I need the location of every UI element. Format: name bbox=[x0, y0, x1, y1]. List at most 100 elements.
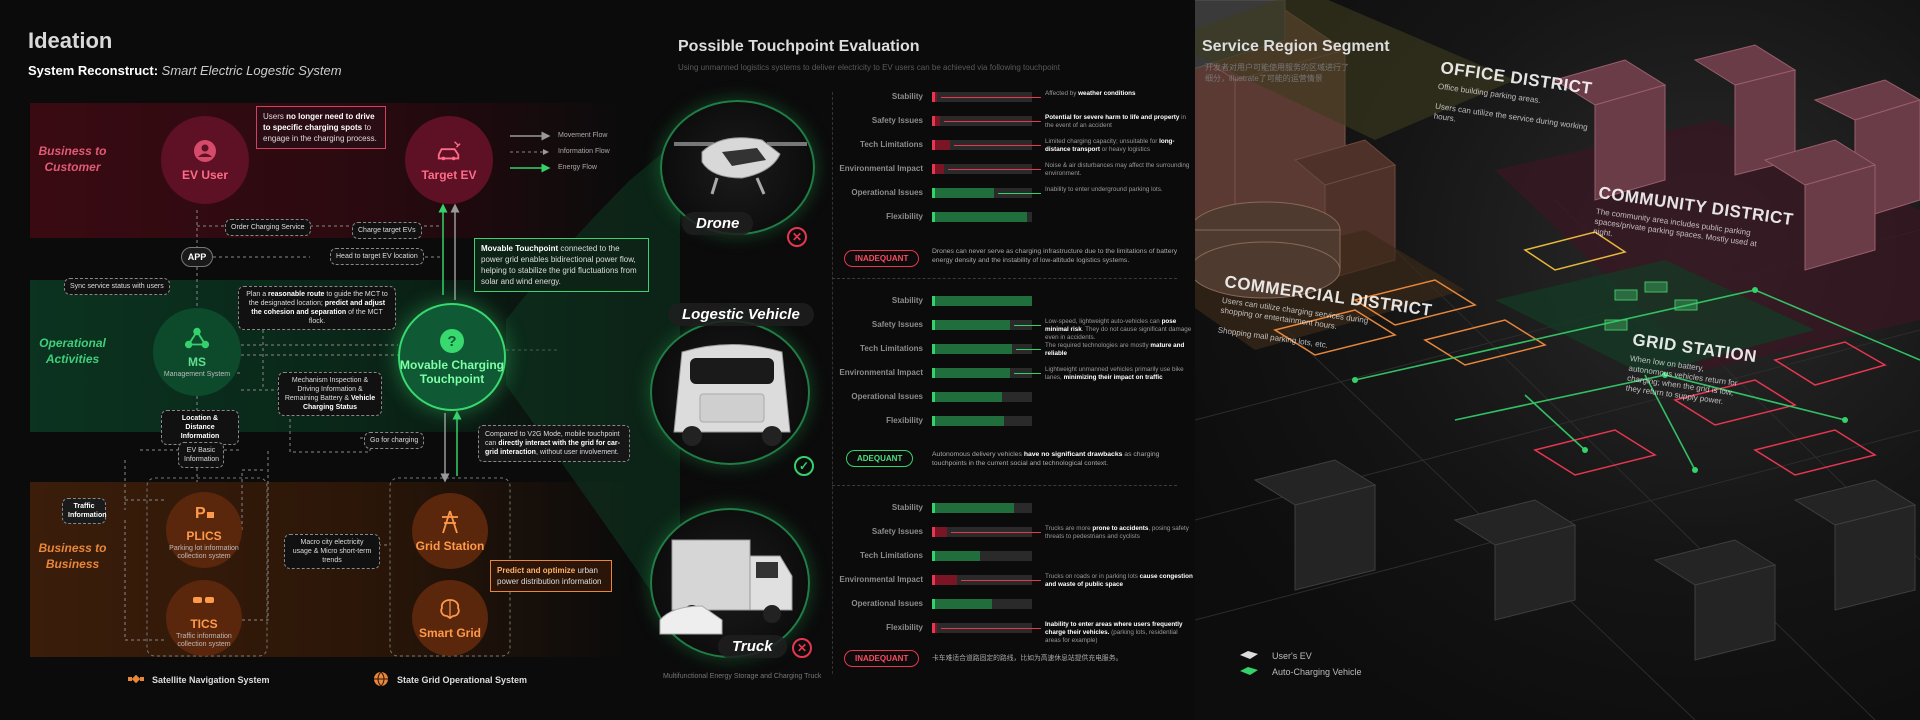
verdict-desc-drone: Drones can never serve as charging infra… bbox=[932, 248, 1178, 264]
metric-label: Tech Limitations bbox=[860, 140, 923, 149]
metric-bar bbox=[932, 503, 1032, 513]
metric-label: Flexibility bbox=[886, 212, 923, 221]
legend-energy: Energy Flow bbox=[558, 164, 597, 171]
band-label-ops: Operational Activities bbox=[39, 336, 106, 366]
metric-label: Operational Issues bbox=[851, 392, 923, 401]
note-sync-status: Sync service status with users bbox=[64, 278, 170, 295]
brain-icon bbox=[437, 596, 463, 622]
metric-label: Safety Issues bbox=[871, 116, 923, 125]
subtitle-italic: Smart Electric Logestic System bbox=[161, 63, 342, 78]
logistic-accept-icon: ✓ bbox=[794, 456, 814, 476]
metric-connector bbox=[1016, 349, 1041, 350]
verdict-desc-truck: 卡车难适合道路固定的路线，比如为高速休息站提供充电服务。 bbox=[932, 655, 1123, 662]
metric-note: Noise & air disturbances may affect the … bbox=[1045, 162, 1190, 177]
metric-bar bbox=[932, 296, 1032, 306]
metric-note: The required technologies are mostly mat… bbox=[1045, 342, 1185, 357]
note-v2g-comparison: Compared to V2G Mode, mobile touchpoint … bbox=[478, 425, 630, 462]
metric-bar-fill bbox=[932, 164, 944, 174]
evaluation-description: Using unmanned logistics systems to deli… bbox=[678, 63, 1060, 72]
metric-label: Stability bbox=[891, 92, 923, 101]
metric-label: Stability bbox=[891, 503, 923, 512]
user-icon bbox=[192, 138, 218, 164]
ms-label: MS bbox=[188, 355, 206, 369]
auto-vehicle-icon bbox=[1240, 667, 1258, 677]
plics-sub-label: Parking lot information collection syste… bbox=[169, 545, 239, 560]
note-users-no-longer-drive: Users no longer need to drive to specifi… bbox=[256, 106, 386, 149]
note-traffic-information: Traffic Information bbox=[62, 498, 107, 524]
metric-bar bbox=[932, 416, 1032, 426]
metric-label: Tech Limitations bbox=[860, 344, 923, 353]
metric-bar-fill bbox=[932, 416, 1004, 426]
node-target-ev[interactable]: Target EV bbox=[405, 116, 493, 204]
verdict-logistic: ADEQUANT bbox=[846, 450, 914, 467]
node-ev-user[interactable]: EV User bbox=[161, 116, 249, 204]
metric-label: Safety Issues bbox=[871, 320, 923, 329]
metric-connector bbox=[961, 580, 1041, 581]
metric-connector bbox=[941, 628, 1041, 629]
evaluation-title: Possible Touchpoint Evaluation bbox=[678, 38, 920, 55]
map-legend-auto-vehicle: Auto-Charging Vehicle bbox=[1240, 667, 1362, 677]
note-ev-basic: EV Basic Information bbox=[178, 442, 224, 468]
drone-image bbox=[660, 100, 815, 235]
node-plics[interactable]: P PLICS Parking lot information collecti… bbox=[166, 492, 242, 568]
ms-sub-label: Management System bbox=[163, 371, 231, 378]
truck-image bbox=[650, 508, 810, 658]
node-tics[interactable]: TICS Traffic information collection syst… bbox=[166, 580, 242, 656]
node-management-system[interactable]: MS Management System bbox=[153, 308, 241, 396]
metric-note: Trucks are more prone to accidents, posi… bbox=[1045, 525, 1189, 540]
metric-note: Inability to enter underground parking l… bbox=[1045, 186, 1163, 193]
metric-note: Potential for severe harm to life and pr… bbox=[1045, 114, 1187, 129]
metric-note: Trucks on roads or in parking lots cause… bbox=[1045, 573, 1193, 588]
svg-text:?: ? bbox=[447, 333, 456, 350]
grid-station-label: Grid Station bbox=[415, 539, 485, 553]
legend-state-grid: State Grid Operational System bbox=[373, 671, 527, 689]
section-divider-2 bbox=[832, 485, 1177, 486]
metric-bar-fill bbox=[932, 551, 980, 561]
metric-label: Flexibility bbox=[886, 416, 923, 425]
metric-label: Operational Issues bbox=[851, 188, 923, 197]
metric-note: Limited charging capacity; unsuitable fo… bbox=[1045, 138, 1175, 153]
band-label-b2b: Business to Business bbox=[38, 541, 107, 571]
mct-label: Movable Charging Touchpoint bbox=[400, 358, 505, 386]
metric-note: Inability to enter areas where users fre… bbox=[1045, 621, 1183, 644]
metric-bar bbox=[932, 368, 1032, 378]
metric-bar-fill bbox=[932, 188, 994, 198]
metric-connector bbox=[944, 121, 1041, 122]
logistic-vehicle-image bbox=[650, 320, 810, 465]
metric-connector bbox=[948, 169, 1041, 170]
drone-reject-icon: ✕ bbox=[787, 227, 807, 247]
evaluation-divider bbox=[832, 92, 833, 674]
metric-connector bbox=[954, 145, 1041, 146]
metric-label: Tech Limitations bbox=[860, 551, 923, 560]
note-order-charging: Order Charging Service bbox=[225, 219, 311, 236]
map-title: Service Region Segment bbox=[1202, 38, 1390, 55]
metric-bar-fill bbox=[932, 623, 937, 633]
metric-label: Environmental Impact bbox=[839, 368, 923, 377]
metric-connector bbox=[951, 532, 1041, 533]
network-icon bbox=[184, 325, 210, 351]
smart-grid-label: Smart Grid bbox=[418, 626, 481, 640]
vehicle-label-drone: Drone bbox=[682, 212, 754, 235]
metric-bar-fill bbox=[932, 92, 937, 102]
legend-satellite: Satellite Navigation System bbox=[128, 671, 270, 689]
vehicle-label-logistic: Logestic Vehicle bbox=[668, 303, 814, 326]
map-legend-users-ev: User's EV bbox=[1240, 651, 1312, 661]
section-divider-1 bbox=[832, 278, 1177, 279]
node-app[interactable]: APP bbox=[181, 247, 213, 267]
legend-information: Information Flow bbox=[558, 148, 610, 155]
node-movable-charging-touchpoint[interactable]: ? Movable Charging Touchpoint bbox=[398, 303, 506, 411]
note-charge-target: Charge target EVs bbox=[352, 222, 422, 239]
tics-sub-label: Traffic information collection system bbox=[176, 633, 232, 648]
metric-connector bbox=[941, 97, 1041, 98]
node-grid-station[interactable]: Grid Station bbox=[412, 493, 488, 569]
node-smart-grid[interactable]: Smart Grid bbox=[412, 580, 488, 656]
note-macro-city: Macro city electricity usage & Micro sho… bbox=[284, 534, 380, 569]
metric-bar bbox=[932, 599, 1032, 609]
legend-movement: Movement Flow bbox=[558, 132, 608, 139]
metric-label: Environmental Impact bbox=[839, 575, 923, 584]
metric-label: Stability bbox=[891, 296, 923, 305]
truck-caption: Multifunctional Energy Storage and Charg… bbox=[663, 673, 822, 680]
satellite-icon bbox=[128, 671, 144, 689]
metric-bar-fill bbox=[932, 392, 1002, 402]
traffic-cars-icon bbox=[191, 587, 217, 613]
